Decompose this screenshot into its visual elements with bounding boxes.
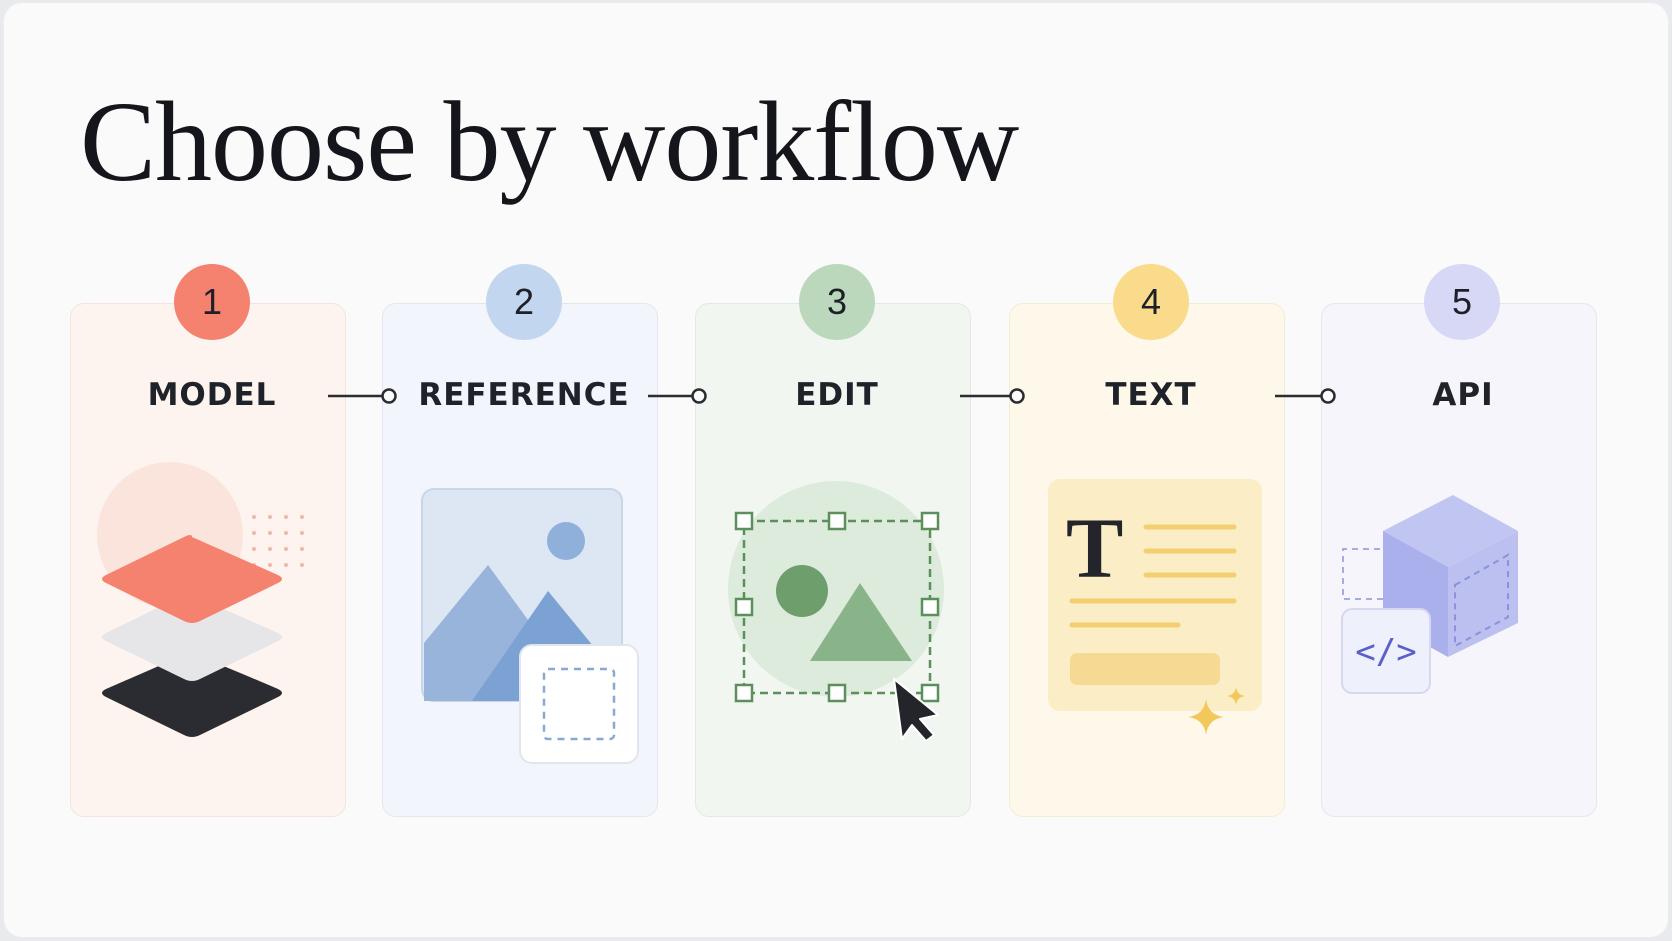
layers-icon [97,462,304,737]
connector-1-2 [328,388,397,404]
step-label-reference: REFERENCE [418,377,630,413]
step-label-edit: EDIT [795,377,879,413]
text-glyph: T [1066,500,1123,596]
step-number-badge-4: 4 [1113,264,1189,340]
connector-3-4 [960,388,1025,404]
step-label-model: MODEL [147,377,277,413]
step-label-text: TEXT [1105,377,1197,413]
image-reference-icon [421,488,639,764]
text-document-icon: T [1048,479,1262,735]
page-title: Choose by workflow [80,78,1019,205]
code-glyph: </> [1355,632,1416,672]
connector-4-5 [1275,388,1336,404]
api-code-cube-icon: </> [1341,495,1518,694]
connector-2-3 [648,388,707,404]
step-number-badge-2: 2 [486,264,562,340]
step-number-badge-1: 1 [174,264,250,340]
step-label-api: API [1432,377,1494,413]
edit-selection-icon [728,481,944,741]
step-number-badge-3: 3 [799,264,875,340]
step-number-badge-5: 5 [1424,264,1500,340]
workflow-panel: Choose by workflow 1 2 3 4 5 MODEL REFER… [4,3,1668,937]
